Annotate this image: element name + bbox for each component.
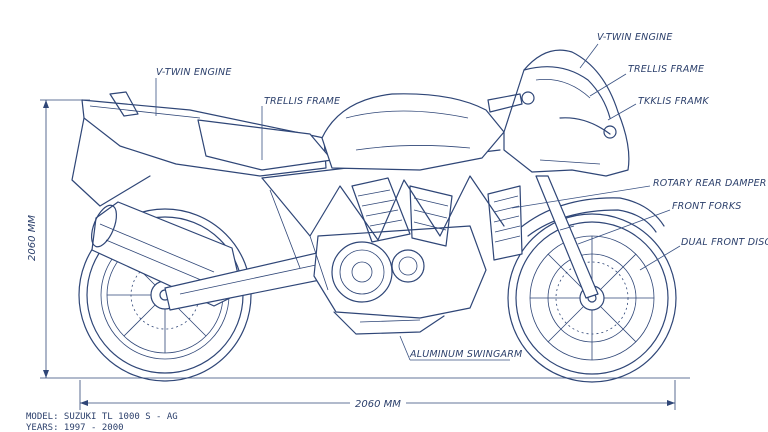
label-trellis-frame-top: TRELLIS FRAME (628, 64, 704, 75)
label-vtwin-engine-top: V-TWIN ENGINE (597, 32, 673, 43)
label-dual-front-discs: DUAL FRONT DISCS (681, 237, 768, 248)
handlebar (487, 91, 535, 113)
label-aluminum-swingarm: ALUMINUM SWINGARM (409, 349, 522, 360)
callout-leaders (155, 43, 681, 361)
label-front-forks: FRONT FORKS (672, 201, 741, 212)
length-label: 2060 MM (355, 399, 401, 410)
engine (313, 177, 523, 335)
front-fairing (503, 49, 630, 177)
height-label: 2060 MM (27, 215, 38, 261)
front-forks (535, 175, 599, 299)
label-vtwin-engine-left: V-TWIN ENGINE (156, 67, 232, 78)
height-dimension (40, 99, 90, 379)
label-trellis-frame-misprint: TKKLIS FRAMK (638, 96, 709, 107)
years-text: YEARS: 1997 - 2000 (26, 423, 124, 432)
fuel-tank (321, 93, 505, 171)
label-rotary-rear-damper: ROTARY REAR DAMPER (653, 178, 767, 189)
seat (197, 119, 333, 171)
label-trellis-frame-left: TRELLIS FRAME (264, 96, 340, 107)
model-text: MODEL: SUZUKI TL 1000 S - AG (26, 412, 178, 422)
